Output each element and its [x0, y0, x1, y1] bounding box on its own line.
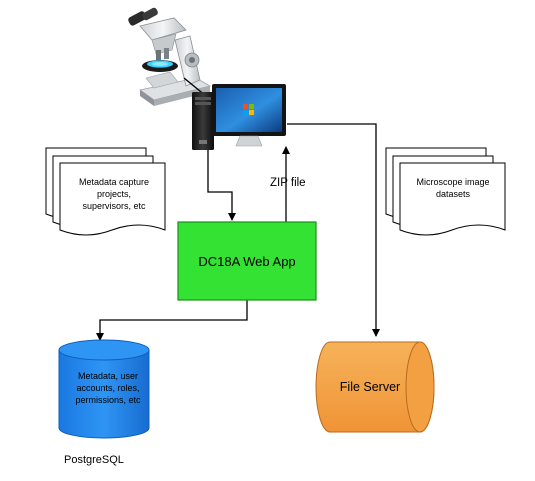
image-datasets-label: Microscope image datasets — [416, 177, 490, 199]
tower-to-webapp-arrow — [207, 150, 236, 221]
monitor-icon — [212, 84, 286, 147]
computer-to-fileserver-arrow — [287, 123, 380, 337]
web-app-box — [177, 221, 317, 301]
metadata-document-stack — [45, 147, 166, 236]
database-contents-label: Metadata, user accounts, roles, permissi… — [75, 371, 141, 405]
web-app-label: DC18A Web App — [198, 253, 296, 269]
file-server-cylinder — [315, 341, 435, 433]
computer-tower-icon — [192, 92, 214, 150]
metadata-document-label: Metadata capture projects, supervisors, … — [78, 177, 150, 211]
image-document-stack — [385, 147, 506, 236]
database-cylinder — [58, 339, 150, 439]
connectors — [96, 123, 380, 341]
webapp-to-database-arrow — [96, 300, 248, 341]
database-name-label: PostgreSQL — [64, 454, 124, 466]
microscope-icon — [128, 7, 212, 106]
zip-file-label: ZIP file — [270, 177, 306, 189]
file-server-label: File Server — [339, 380, 401, 394]
